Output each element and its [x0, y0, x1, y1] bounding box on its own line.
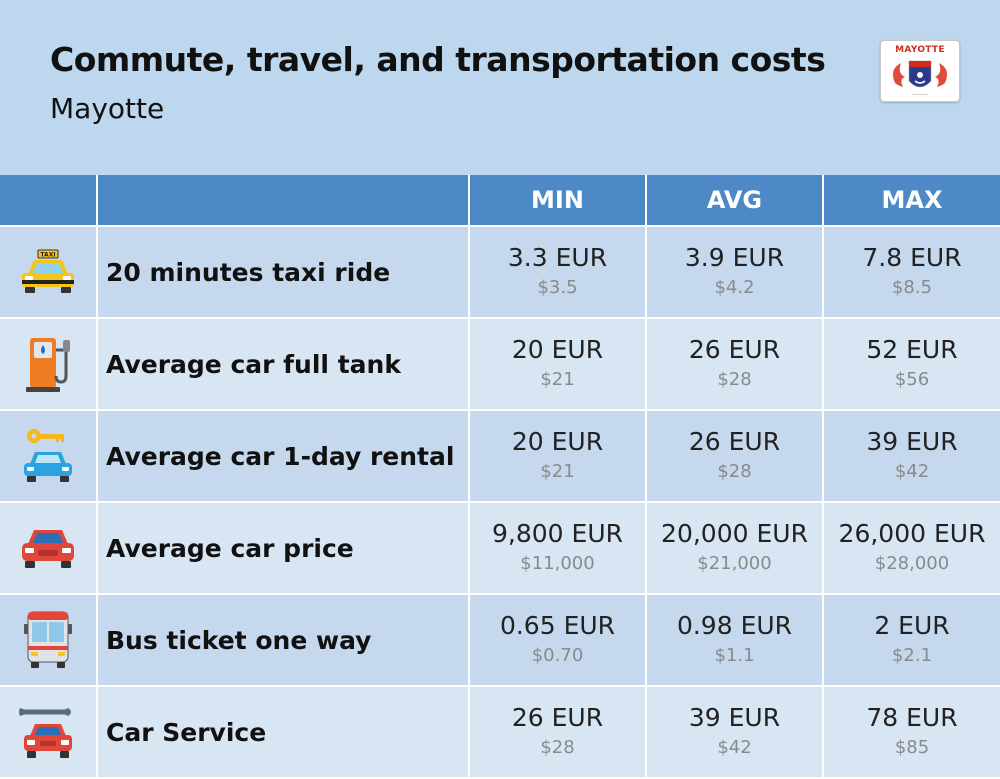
min-eur-value: 20 EUR: [511, 427, 604, 456]
min-usd-value: $21: [540, 461, 575, 482]
header-min: MIN: [469, 175, 647, 227]
fuel-pump-icon: [26, 338, 70, 392]
avg-usd-value: $1.1: [714, 645, 755, 666]
min-usd-value: $28: [540, 737, 575, 758]
table-row: TAXI 20 minutes taxi ride 3.3 EUR $3.5 3.…: [0, 226, 1000, 319]
table-row: Average car full tank 20 EUR $21 26 EUR $2…: [0, 318, 1000, 411]
max-usd-value: $28,000: [874, 553, 950, 574]
flag-label: MAYOTTE: [895, 45, 945, 55]
max-usd-value: $8.5: [891, 277, 933, 298]
max-eur-value: 52 EUR: [866, 335, 958, 364]
row-label: Average car price: [97, 502, 470, 595]
header-max: MAX: [823, 175, 1000, 227]
min-usd-value: $0.70: [531, 645, 584, 666]
row-label: Average car 1-day rental: [97, 410, 470, 503]
row-label: Bus ticket one way: [97, 594, 470, 687]
header-name-column: [97, 175, 470, 227]
row-label: Car Service: [97, 686, 470, 779]
mayotte-flag-icon: MAYOTTE ~~~~~: [880, 40, 960, 102]
page-title: Commute, travel, and transportation cost…: [50, 40, 826, 79]
row-label: Average car full tank: [97, 318, 470, 411]
taxi-icon: TAXI: [22, 249, 74, 293]
table-row: Average car 1-day rental 20 EUR $21 26 EU…: [0, 410, 1000, 503]
avg-usd-value: $21,000: [697, 553, 772, 574]
svg-text:~~~~~: ~~~~~: [912, 92, 929, 97]
max-eur-value: 78 EUR: [866, 703, 958, 732]
header-avg: AVG: [646, 175, 824, 227]
avg-eur-value: 20,000 EUR: [661, 519, 808, 548]
max-eur-value: 2 EUR: [874, 611, 950, 640]
avg-usd-value: $28: [717, 369, 752, 390]
min-eur-value: 0.65 EUR: [499, 611, 616, 640]
avg-eur-value: 26 EUR: [688, 427, 781, 456]
avg-usd-value: $28: [717, 461, 752, 482]
min-eur-value: 26 EUR: [511, 703, 604, 732]
page-subtitle: Mayotte: [50, 92, 165, 125]
red-car-icon: [22, 530, 74, 568]
max-usd-value: $2.1: [891, 645, 933, 666]
min-usd-value: $3.5: [537, 277, 578, 298]
avg-eur-value: 3.9 EUR: [684, 243, 785, 272]
max-usd-value: $56: [894, 369, 930, 390]
table-header-row: MIN AVG MAX: [0, 175, 1000, 227]
min-eur-value: 9,800 EUR: [492, 519, 623, 548]
car-key-icon: [24, 429, 72, 482]
min-usd-value: $21: [540, 369, 575, 390]
transport-costs-table: MIN AVG MAX TAXI 20: [0, 175, 1000, 779]
avg-usd-value: $42: [717, 737, 752, 758]
avg-usd-value: $4.2: [714, 277, 755, 298]
table-row: Average car price 9,800 EUR $11,000 20,00…: [0, 502, 1000, 595]
avg-eur-value: 26 EUR: [688, 335, 781, 364]
car-service-icon: [19, 708, 72, 758]
row-label: 20 minutes taxi ride: [97, 226, 470, 319]
page-header: Commute, travel, and transportation cost…: [0, 0, 1000, 172]
max-usd-value: $85: [894, 737, 930, 758]
max-eur-value: 39 EUR: [866, 427, 958, 456]
bus-icon: [24, 611, 72, 668]
avg-eur-value: 39 EUR: [688, 703, 781, 732]
max-eur-value: 26,000 EUR: [838, 519, 986, 548]
table-row: Car Service 26 EUR $28 39 EUR $42 78 EUR $8…: [0, 686, 1000, 779]
min-eur-value: 3.3 EUR: [507, 243, 608, 272]
max-eur-value: 7.8 EUR: [862, 243, 962, 272]
min-usd-value: $11,000: [520, 553, 595, 574]
max-usd-value: $42: [894, 461, 930, 482]
header-icon-column: [0, 175, 98, 227]
min-eur-value: 20 EUR: [511, 335, 604, 364]
avg-eur-value: 0.98 EUR: [676, 611, 793, 640]
svg-text:TAXI: TAXI: [40, 252, 55, 259]
table-row: Bus ticket one way 0.65 EUR $0.70 0.98 EU…: [0, 594, 1000, 687]
